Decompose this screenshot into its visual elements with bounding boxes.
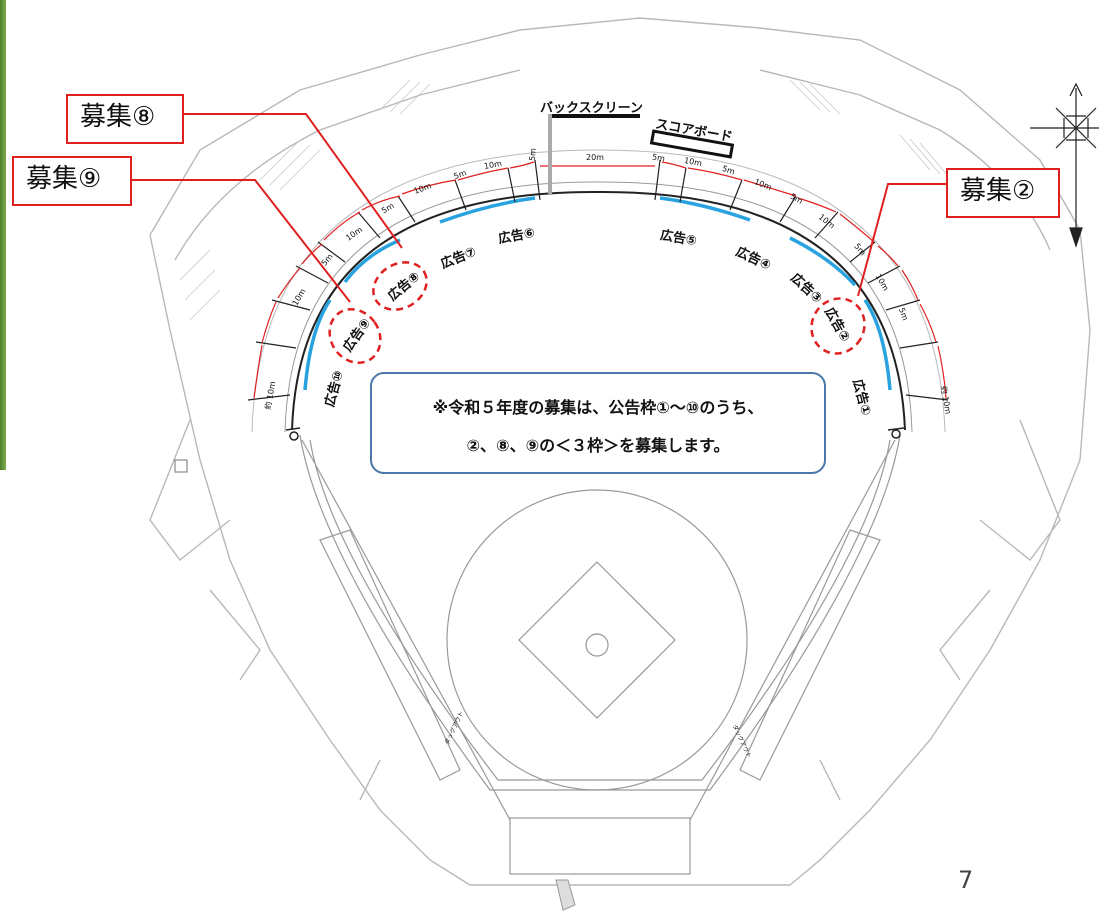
dim-right-1: 5m bbox=[651, 152, 665, 163]
dim-right-2: 10m bbox=[683, 156, 702, 168]
compass-icon bbox=[1030, 82, 1099, 248]
ad-slot-10: 広告⑩ bbox=[322, 369, 347, 409]
ad-slot-7: 広告⑦ bbox=[438, 243, 478, 272]
foul-poles bbox=[285, 427, 905, 441]
dim-left-8: 10m bbox=[291, 287, 308, 307]
dim-right-9: 5m bbox=[897, 307, 910, 322]
dim-right-6: 10m bbox=[817, 212, 837, 230]
callout-recruitment-8: 募集⑧ bbox=[66, 94, 184, 144]
page-number: 7 bbox=[958, 866, 974, 894]
infield bbox=[299, 434, 901, 875]
dim-left-2: 10m bbox=[483, 159, 502, 171]
dim-left-9: 約 10m bbox=[263, 380, 278, 410]
dim-right-4: 10m bbox=[753, 177, 773, 192]
scoreboard bbox=[649, 129, 735, 159]
dimension-ticks bbox=[247, 159, 949, 401]
dim-left-1: 5m bbox=[528, 148, 538, 162]
grass-strip bbox=[0, 0, 6, 470]
dim-center: 20m bbox=[586, 153, 604, 162]
ad-slot-4: 広告④ bbox=[733, 244, 773, 274]
ad-slot-5: 広告⑤ bbox=[659, 227, 698, 249]
dim-right-8: 10m bbox=[874, 272, 891, 292]
dimension-arrows bbox=[253, 161, 947, 399]
notice-line-2: ②、⑧、⑨の＜３枠＞を募集します。 bbox=[466, 436, 730, 455]
callout-leaders bbox=[132, 113, 946, 303]
target-slot-circles bbox=[328, 261, 866, 365]
dim-left-6: 10m bbox=[344, 225, 364, 243]
backscreen-label: バックスクリーン bbox=[540, 101, 643, 116]
dim-right-10: 約 10m bbox=[939, 385, 954, 415]
home-entrance bbox=[555, 879, 576, 911]
small-square-marker bbox=[174, 459, 188, 473]
dugout-label-right: ダッグアウト bbox=[731, 723, 753, 759]
dim-left-4: 10m bbox=[413, 181, 433, 196]
dim-left-5: 5m bbox=[380, 201, 396, 215]
ad-slot-6: 広告⑥ bbox=[497, 225, 536, 247]
dim-left-3: 5m bbox=[453, 168, 468, 181]
notice-line-1: ※令和５年度の募集は、公告枠①～⑩のうち、 bbox=[432, 398, 764, 417]
callout-recruitment-9: 募集⑨ bbox=[12, 156, 132, 206]
ad-bands bbox=[303, 196, 892, 391]
callout-recruitment-2: 募集② bbox=[946, 168, 1060, 218]
ad-slot-1: 広告① bbox=[849, 377, 874, 417]
backscreen bbox=[548, 114, 640, 194]
dim-right-7: 5m bbox=[852, 242, 867, 258]
grandstand-hatching bbox=[179, 79, 951, 321]
ad-slot-2: 広告② bbox=[821, 305, 853, 345]
ad-slot-3: 広告③ bbox=[787, 270, 825, 307]
recruitment-notice-box: ※令和５年度の募集は、公告枠①～⑩のうち、 ②、⑧、⑨の＜３枠＞を募集します。 bbox=[370, 372, 826, 474]
dim-right-3: 5m bbox=[721, 164, 736, 177]
outfield-wall-arcs bbox=[251, 149, 946, 433]
ad-slot-9: 広告⑨ bbox=[340, 315, 374, 354]
